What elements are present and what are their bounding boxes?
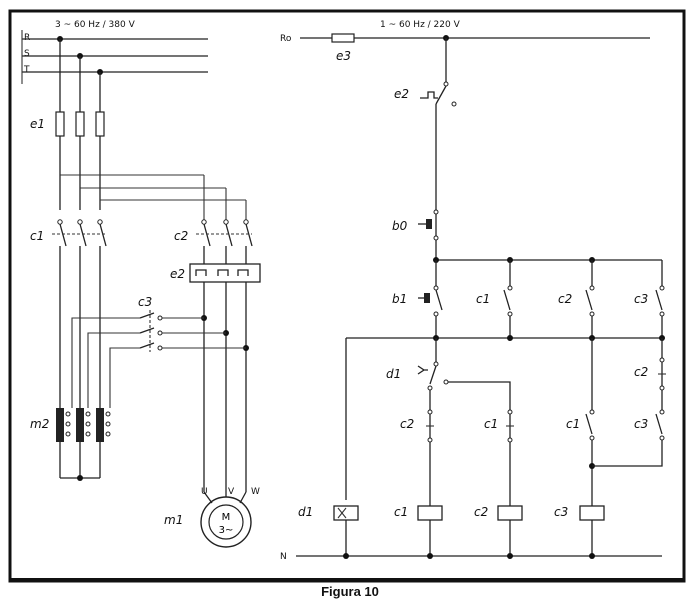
motor-symbol: M bbox=[222, 512, 231, 523]
fuse-e3-label: e3 bbox=[336, 49, 351, 63]
fuse-r bbox=[55, 111, 65, 137]
contactor-c2-label: c2 bbox=[174, 229, 188, 243]
terminal-w: W bbox=[251, 487, 260, 497]
phase-t-label: T bbox=[23, 65, 30, 75]
node-n-1 bbox=[343, 553, 349, 559]
coil-c2-label: c2 bbox=[474, 505, 488, 519]
overload-e2-label: e2 bbox=[394, 87, 409, 101]
figure-frame bbox=[8, 9, 686, 583]
branch-c1-right-label: c1 bbox=[566, 417, 580, 431]
start-button-b1 bbox=[418, 260, 443, 338]
autotransformer-m2-label: m2 bbox=[30, 417, 49, 431]
node-bus2-b bbox=[507, 335, 513, 341]
seal-contacts bbox=[503, 260, 665, 338]
motor-m1-label: m1 bbox=[164, 513, 183, 527]
node-n-2 bbox=[427, 553, 433, 559]
start-b1-label: b1 bbox=[392, 292, 407, 306]
thermal-relay-e2 bbox=[189, 263, 261, 492]
terminal-v: V bbox=[228, 487, 235, 497]
star-contactor-c3 bbox=[71, 310, 249, 408]
branch-contacts bbox=[426, 338, 666, 506]
coil-c3-label: c3 bbox=[554, 505, 568, 519]
figure-caption: Figura 10 bbox=[321, 584, 379, 599]
contactor-c2 bbox=[196, 219, 253, 264]
branch-c2-label: c2 bbox=[400, 417, 414, 431]
fuse-s bbox=[75, 111, 85, 137]
stop-button-b0 bbox=[418, 209, 439, 260]
branch-c2-right-label: c2 bbox=[634, 365, 648, 379]
branch-c3-label: c3 bbox=[634, 417, 648, 431]
timer-contact-d1 bbox=[417, 338, 511, 410]
contactor-c1-label: c1 bbox=[30, 229, 44, 243]
line-ro-label: Ro bbox=[280, 34, 292, 44]
fuse-t bbox=[95, 111, 105, 137]
neutral-label: N bbox=[280, 552, 287, 562]
phase-s-label: S bbox=[24, 49, 30, 59]
control-circuit: 1 ~ 60 Hz / 220 V Ro e3 e2 b0 bbox=[280, 20, 666, 562]
thermal-relay-e2-label: e2 bbox=[170, 267, 185, 281]
control-supply-label: 1 ~ 60 Hz / 220 V bbox=[380, 20, 461, 30]
power-circuit: 3 ~ 60 Hz / 380 V R S T e1 c1 bbox=[21, 20, 261, 548]
stop-b0-label: b0 bbox=[392, 219, 408, 233]
seal-c2-label: c2 bbox=[558, 292, 572, 306]
phase-r-label: R bbox=[24, 33, 30, 43]
node-n-4 bbox=[589, 553, 595, 559]
coil-d1-label: d1 bbox=[298, 505, 313, 519]
overload-contact-e2 bbox=[420, 38, 457, 210]
power-supply-label: 3 ~ 60 Hz / 380 V bbox=[55, 20, 136, 30]
fuse-e3 bbox=[331, 33, 355, 43]
seal-c1-label: c1 bbox=[476, 292, 490, 306]
coils bbox=[333, 505, 605, 556]
branch-c1-label: c1 bbox=[484, 417, 498, 431]
motor-m1: M 3~ bbox=[200, 491, 252, 548]
fuse-e1-label: e1 bbox=[30, 117, 45, 131]
node-n-3 bbox=[507, 553, 513, 559]
motor-type: 3~ bbox=[219, 525, 234, 536]
seal-c3-label: c3 bbox=[634, 292, 648, 306]
autotransformer-m2 bbox=[56, 408, 111, 481]
timer-d1-label: d1 bbox=[386, 367, 401, 381]
coil-c1-label: c1 bbox=[394, 505, 408, 519]
star-contactor-c3-label: c3 bbox=[138, 295, 152, 309]
